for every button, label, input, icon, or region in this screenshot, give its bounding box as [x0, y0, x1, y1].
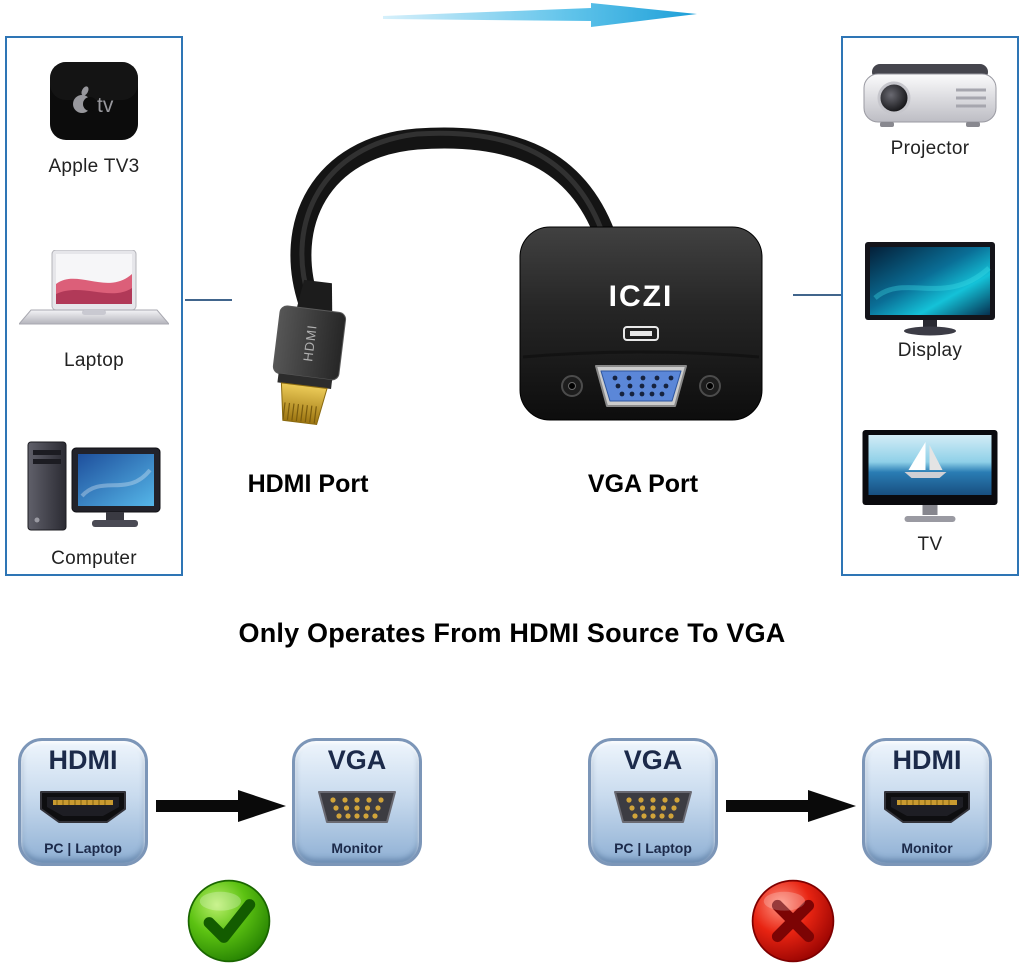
adapter-brand: ICZI	[609, 280, 674, 313]
top-flow-arrow-icon	[383, 3, 697, 27]
apple-tv-text: tv	[97, 94, 114, 117]
hdmi-plug-icon: HDMI	[272, 279, 347, 425]
adapter-port-symbol-icon	[623, 326, 659, 341]
adapter-photo: ICZI HDMI	[272, 127, 763, 425]
badge-subtitle: PC | Laptop	[44, 840, 122, 856]
badge-hdmi-target: HDMI Monitor	[862, 738, 992, 866]
hdmi-port-icon	[884, 790, 970, 823]
badge-subtitle: Monitor	[331, 840, 383, 856]
flow-arrow-icon	[156, 790, 286, 822]
adapter-cable	[290, 127, 616, 314]
hdmi-port-label: HDMI Port	[247, 470, 369, 498]
device-label-apple-tv: Apple TV3	[48, 156, 140, 177]
adapter-body: ICZI	[519, 226, 763, 421]
apple-tv-icon: tv	[50, 62, 138, 140]
output-devices-panel: Projector Display	[841, 36, 1019, 576]
computer-icon	[27, 441, 161, 531]
source-devices-panel: tv Apple TV3 Laptop	[5, 36, 183, 576]
badge-title: HDMI	[48, 745, 118, 775]
badge-title: HDMI	[892, 745, 962, 775]
hdmi-port-icon	[40, 790, 126, 823]
vga-port-icon	[614, 790, 692, 823]
device-label-tv: TV	[917, 534, 943, 555]
left-connector-line	[185, 299, 232, 301]
device-label-computer: Computer	[51, 548, 137, 569]
laptop-icon	[19, 250, 169, 325]
vga-connector-icon	[561, 365, 721, 407]
badge-vga-source: VGA PC | Laptop	[588, 738, 718, 866]
badge-vga-target: VGA Monitor	[292, 738, 422, 866]
device-label-projector: Projector	[890, 138, 970, 159]
cross-icon	[751, 879, 835, 963]
device-label-display: Display	[897, 340, 963, 361]
headline: Only Operates From HDMI Source To VGA	[238, 618, 786, 648]
badge-subtitle: PC | Laptop	[614, 840, 692, 856]
badge-subtitle: Monitor	[901, 840, 953, 856]
badge-title: VGA	[327, 745, 387, 775]
check-icon	[187, 879, 271, 963]
projector-icon	[863, 64, 997, 127]
right-connector-line	[793, 294, 841, 296]
display-icon	[865, 242, 995, 336]
tv-icon	[862, 430, 998, 522]
vga-port-icon	[318, 790, 396, 823]
device-label-laptop: Laptop	[64, 350, 124, 371]
badge-title: VGA	[623, 745, 683, 775]
flow-arrow-icon	[726, 790, 856, 822]
badge-hdmi-source: HDMI PC | Laptop	[18, 738, 148, 866]
hdmi-plug-text: HDMI	[300, 324, 319, 363]
vga-port-label: VGA Port	[587, 470, 699, 498]
